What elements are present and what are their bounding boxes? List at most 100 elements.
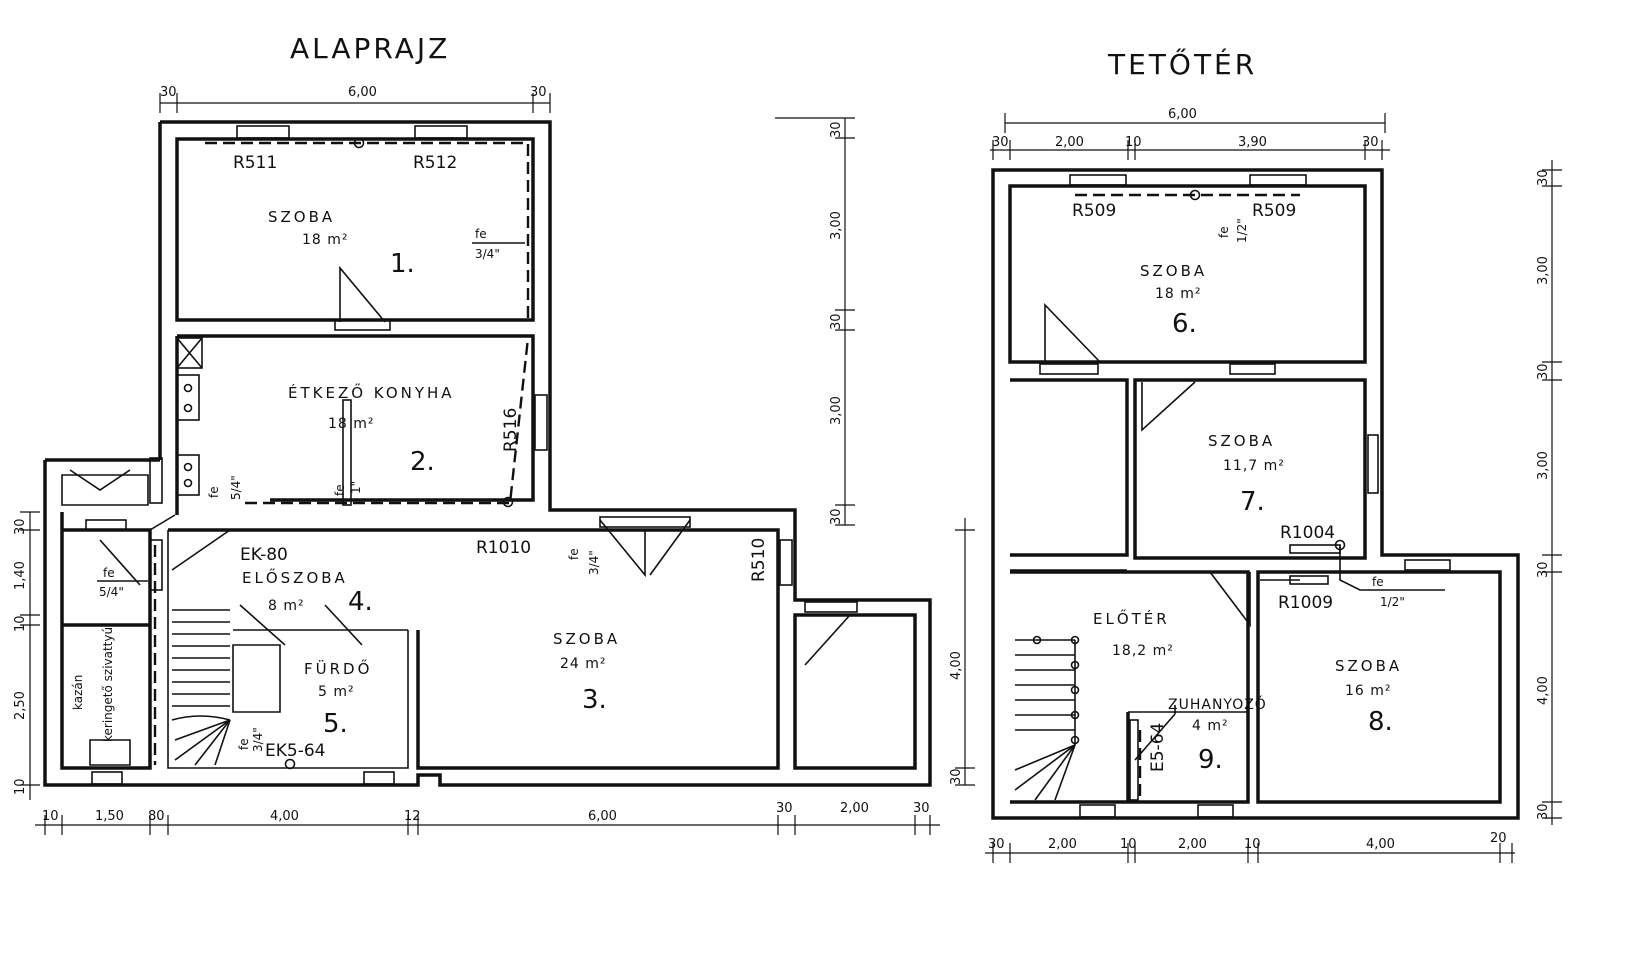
attic-dim-bottom-6: 4,00 bbox=[1366, 837, 1395, 852]
dim-bottom-2: 1,50 bbox=[95, 809, 124, 824]
heating-pipe-room-1 bbox=[205, 141, 530, 318]
dim-top-2: 6,00 bbox=[348, 85, 377, 100]
dim-right-4: 3,00 bbox=[829, 396, 844, 425]
ground-floor-plan: ALAPRAJZ 30 6,00 30 bbox=[13, 32, 975, 835]
pump-label: keringető szivattyú bbox=[101, 627, 115, 742]
dim-bottom-6: 6,00 bbox=[588, 809, 617, 824]
boiler-label: kazán bbox=[71, 675, 85, 710]
dim-bottom-1: 10 bbox=[42, 809, 59, 824]
attic-pipe-fe-2: fe bbox=[1372, 575, 1384, 589]
dim-top-3: 30 bbox=[530, 85, 547, 100]
kitchen-fixtures bbox=[176, 337, 352, 506]
pipe-fe-entry: fe bbox=[103, 566, 115, 580]
room-2-name: ÉTKEZŐ KONYHA bbox=[288, 382, 455, 402]
attic-right-dimensions: 30 3,00 30 3,00 30 4,00 30 bbox=[1536, 160, 1562, 825]
room-7-number: 7. bbox=[1240, 487, 1265, 517]
attic-dim-right-6: 4,00 bbox=[1536, 676, 1551, 705]
attic-dim-total: 6,00 bbox=[1168, 107, 1197, 122]
room-6-name: SZOBA bbox=[1140, 262, 1207, 280]
attic-dim-bottom-7: 20 bbox=[1490, 831, 1507, 846]
attic-pipe-fe: fe bbox=[1217, 226, 1231, 238]
room-3-number: 3. bbox=[582, 685, 607, 715]
room-9-area: 4 m² bbox=[1192, 718, 1229, 734]
pipe-fe-kitchen: fe bbox=[333, 484, 347, 496]
attic-dim-right-1: 30 bbox=[1536, 169, 1551, 186]
room-3-name: SZOBA bbox=[553, 630, 620, 648]
radiator-r516: R516 bbox=[501, 408, 521, 452]
room-8-area: 16 m² bbox=[1345, 683, 1392, 699]
attic-dim-right-4: 3,00 bbox=[1536, 451, 1551, 480]
attic-dim-bottom-4: 2,00 bbox=[1178, 837, 1207, 852]
ground-right-dimensions: 30 3,00 30 3,00 30 bbox=[775, 117, 855, 526]
room-6-outline bbox=[1008, 184, 1367, 364]
attic-dim-bottom-3: 10 bbox=[1120, 837, 1137, 852]
attic-dim-bottom-2: 2,00 bbox=[1048, 837, 1077, 852]
pipe-fe-bath: fe bbox=[237, 738, 251, 750]
room-8-number: 8. bbox=[1368, 707, 1393, 737]
radiator-r510: R510 bbox=[749, 538, 769, 582]
radiator-ek80: EK-80 bbox=[240, 545, 288, 565]
pipe-size-kitchen-corner: 5/4" bbox=[229, 475, 243, 500]
dim-right-5: 30 bbox=[829, 508, 844, 525]
pipe-size-entry: 5/4" bbox=[99, 585, 124, 599]
room-2-number: 2. bbox=[410, 447, 435, 477]
attic-title: TETŐTÉR bbox=[1107, 47, 1257, 81]
attic-doors bbox=[1044, 303, 1300, 761]
attic-dim-right-5: 30 bbox=[1536, 561, 1551, 578]
room-1-number: 1. bbox=[390, 249, 415, 279]
attic-dim-top-1: 30 bbox=[992, 135, 1009, 150]
dim-bottom-4: 4,00 bbox=[270, 809, 299, 824]
radiator-e564: E5-64 bbox=[1148, 723, 1168, 772]
pipe-fe-room3: fe bbox=[567, 548, 581, 560]
radiator-r1010: R1010 bbox=[476, 538, 531, 558]
pipe-fe-room1: fe bbox=[475, 227, 487, 241]
attic-pipe-size: 1/2" bbox=[1235, 218, 1249, 243]
ground-floor-title: ALAPRAJZ bbox=[290, 32, 450, 65]
heating-pipe-kitchen bbox=[245, 337, 530, 505]
radiator-r509-right: R509 bbox=[1252, 201, 1296, 221]
attic-dim-bottom-5: 10 bbox=[1244, 837, 1261, 852]
room-8-outline bbox=[1256, 570, 1502, 804]
ground-top-dimensions: 30 6,00 30 bbox=[159, 85, 551, 113]
dim-left-2: 1,40 bbox=[13, 561, 28, 590]
room-5-area: 5 m² bbox=[318, 684, 355, 700]
attic-stairs bbox=[1014, 635, 1080, 801]
dim-mid-2: 30 bbox=[949, 768, 964, 785]
attic-top-dimensions: 6,00 30 2,00 10 3,90 30 bbox=[990, 107, 1390, 160]
ground-left-dimensions: 30 1,40 10 2,50 10 bbox=[13, 511, 40, 800]
dim-bottom-3: 80 bbox=[148, 809, 165, 824]
attic-dim-top-2: 2,00 bbox=[1055, 135, 1084, 150]
room-7-outline bbox=[1133, 378, 1367, 560]
radiator-r509-left: R509 bbox=[1072, 201, 1116, 221]
attic-dim-right-3: 30 bbox=[1536, 363, 1551, 380]
room-6-area: 18 m² bbox=[1155, 286, 1202, 302]
room-7-area: 11,7 m² bbox=[1223, 458, 1285, 474]
dim-bottom-9: 30 bbox=[913, 801, 930, 816]
room-9-name: ZUHANYOZÓ bbox=[1168, 695, 1267, 713]
room-9-number: 9. bbox=[1198, 745, 1223, 775]
radiator-r1009: R1009 bbox=[1278, 593, 1333, 613]
attic-dim-right-7: 30 bbox=[1536, 803, 1551, 820]
pipe-size-kitchen: 1" bbox=[349, 481, 363, 494]
radiator-ek564: EK5-64 bbox=[265, 741, 325, 761]
room-5-name: FÜRDŐ bbox=[304, 658, 372, 678]
radiator-r511: R511 bbox=[233, 153, 277, 173]
room-4-area: 8 m² bbox=[268, 598, 305, 614]
attic-dim-right-2: 3,00 bbox=[1536, 256, 1551, 285]
ground-doors bbox=[69, 265, 851, 766]
room-6-number: 6. bbox=[1172, 309, 1197, 339]
dim-right-1: 30 bbox=[829, 121, 844, 138]
dim-bottom-8: 2,00 bbox=[840, 801, 869, 816]
attic-bottom-dimensions: 30 2,00 10 2,00 10 4,00 20 bbox=[985, 831, 1515, 863]
dim-bottom-5: 12 bbox=[404, 809, 421, 824]
attic-pipe-size-2: 1/2" bbox=[1380, 595, 1405, 609]
dim-right-3: 30 bbox=[829, 313, 844, 330]
room-foyer-area: 18,2 m² bbox=[1112, 643, 1174, 659]
dim-right-2: 3,00 bbox=[829, 211, 844, 240]
dim-bottom-7: 30 bbox=[776, 801, 793, 816]
room-8-name: SZOBA bbox=[1335, 657, 1402, 675]
room-foyer-name: ELŐTÉR bbox=[1093, 608, 1170, 628]
pipe-size-room1: 3/4" bbox=[475, 247, 500, 261]
room-3-area: 24 m² bbox=[560, 656, 607, 672]
